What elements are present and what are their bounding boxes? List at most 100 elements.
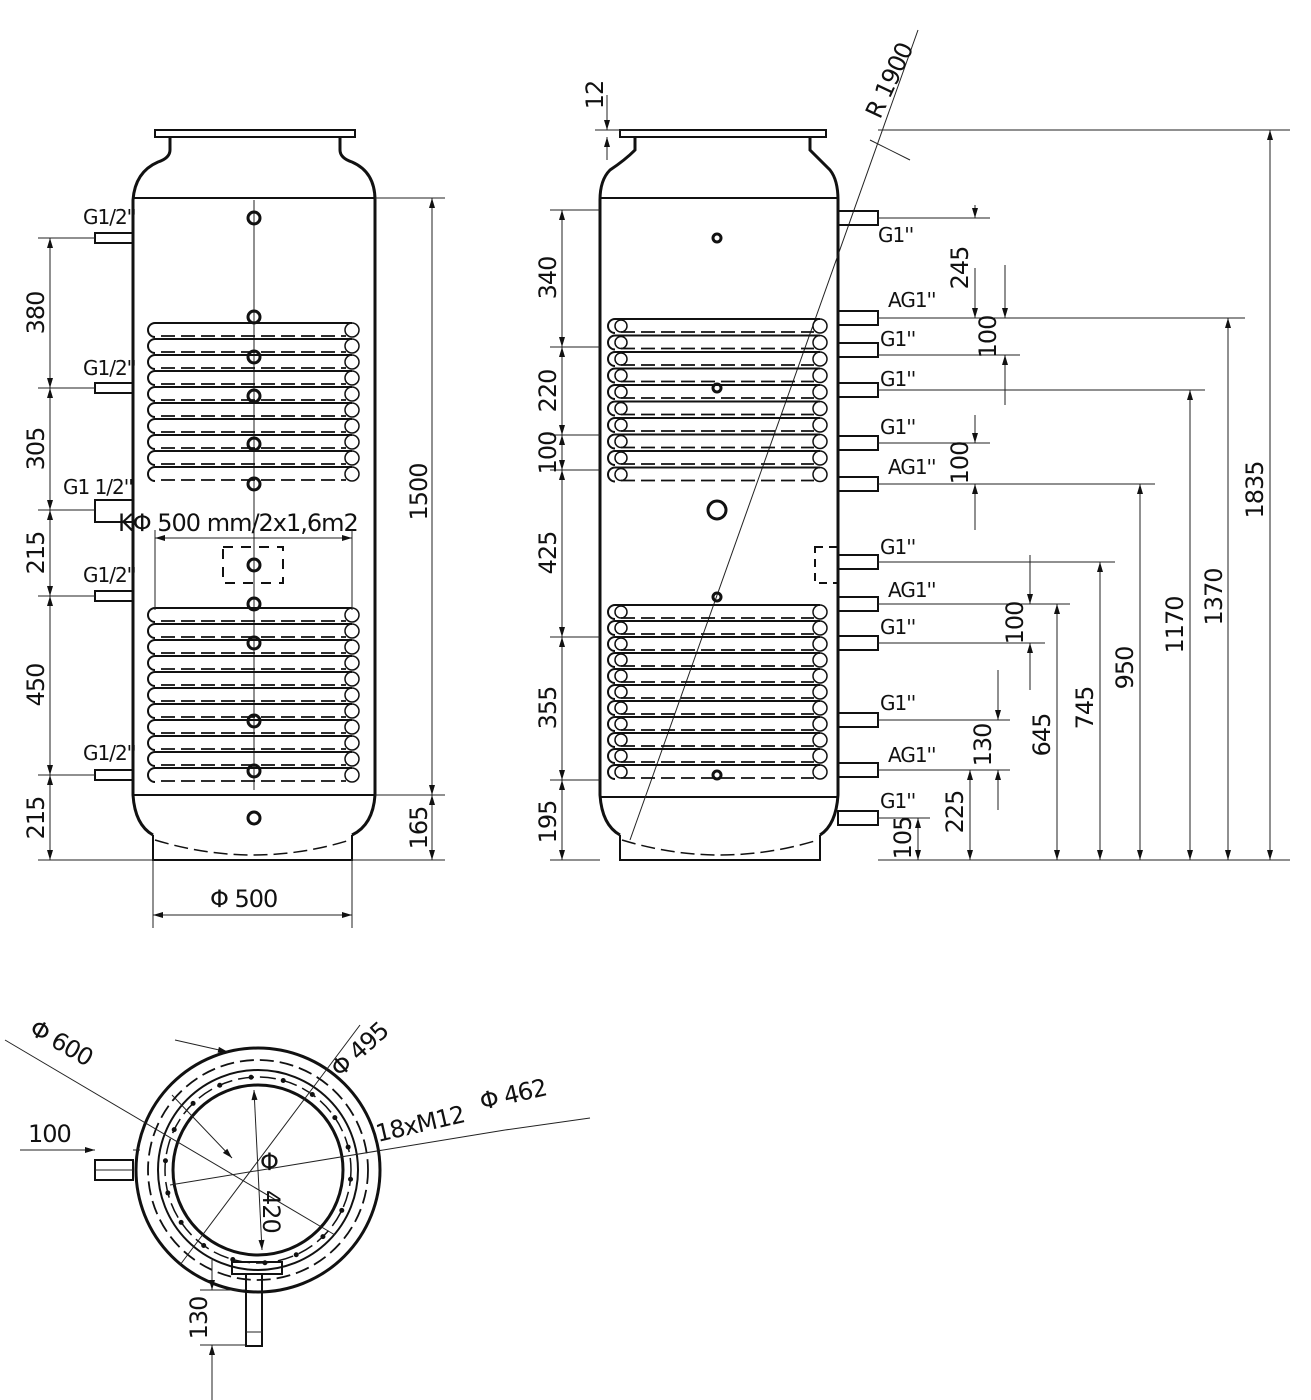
bolt-hole-icon [190, 1100, 196, 1106]
flange-thickness-label: 12 [581, 81, 609, 110]
coil-section [812, 732, 828, 748]
tank-outline [598, 129, 840, 861]
dimension-label: 100 [534, 432, 562, 475]
coil-section [614, 637, 628, 651]
bolt-hole-icon [162, 1158, 168, 1164]
coil-section [344, 703, 360, 719]
connection-label: AG1'' [888, 288, 936, 312]
bolt-hole-icon [339, 1207, 345, 1213]
dimension-label: 745 [1071, 687, 1099, 730]
coil-bend [607, 716, 616, 732]
pipe-stub [837, 554, 879, 570]
pipe-stub [837, 596, 879, 612]
bolt-hole-icon [320, 1234, 326, 1240]
connection-label: G1'' [880, 415, 915, 439]
coil-section [614, 653, 628, 667]
inspection-holes [246, 210, 262, 826]
coil-section [344, 639, 360, 655]
dimension-label: 100 [1001, 602, 1029, 645]
coil-section [812, 604, 828, 620]
coil-section [812, 716, 828, 732]
connection-label: G1'' [880, 789, 915, 813]
coil-bend [147, 370, 156, 386]
dimension-label: 215 [22, 532, 50, 575]
coil-bend [607, 367, 616, 384]
coil-bend [607, 764, 616, 780]
connection-label: G1'' [880, 691, 915, 715]
left-pipes [94, 232, 134, 781]
hole-icon [246, 476, 262, 492]
connection-label: AG1'' [888, 578, 936, 602]
left-dimension-chain [550, 209, 600, 861]
bolt-hole-icon [217, 1082, 223, 1088]
front-view: G1/2'' G1/2'' G1 1/2'' G1/2'' G1/2'' 380… [22, 129, 445, 928]
coil-bend [607, 620, 616, 636]
coil-bend [607, 351, 616, 367]
coil-section [344, 450, 360, 466]
pipe-stub [837, 635, 879, 651]
dimension-label: 450 [22, 664, 50, 707]
coil-section [812, 620, 828, 636]
coil-section [812, 318, 828, 334]
tank-outline [131, 129, 377, 861]
coil-section [344, 623, 360, 639]
coil-section [344, 607, 360, 623]
dimension-label: 645 [1028, 714, 1056, 757]
bolt-holes [162, 1074, 354, 1266]
coil-section [614, 467, 628, 482]
height-dimensions [352, 197, 445, 861]
coil-bend [607, 466, 616, 483]
coil-section [344, 735, 360, 751]
coil-bend [147, 719, 156, 735]
coil-section [614, 352, 628, 366]
pipe-stub [837, 435, 879, 451]
bolt-hole-icon [280, 1077, 286, 1083]
coil-section [812, 748, 828, 764]
coil-section [344, 767, 360, 783]
connection-label: G1'' [880, 327, 915, 351]
right-pipes [837, 210, 879, 826]
coil-section [344, 687, 360, 703]
dimension-label: 105 [889, 817, 917, 860]
coil-bend [607, 400, 616, 417]
bolt-spec-label: 18xM12 [373, 1100, 467, 1148]
dimension-label: 220 [534, 370, 562, 413]
radius-label: R 1900 [860, 39, 919, 123]
coil-section [812, 334, 828, 351]
heat-exchanger-coils [607, 318, 828, 780]
dimension-label: 215 [22, 797, 50, 840]
bolt-circle-label: Φ 462 [477, 1073, 549, 1115]
hole-icon [246, 810, 262, 826]
coil-bend [147, 767, 156, 783]
coil-bend [147, 402, 156, 418]
connection-label: G1 1/2'' [63, 475, 133, 499]
coil-section [344, 386, 360, 402]
side-view: R 1900 12 G1'' AG1'' G1'' G1'' G1'' AG1'… [534, 29, 1290, 861]
coil-section [812, 652, 828, 668]
connection-label: G1'' [880, 615, 915, 639]
coil-bend [147, 735, 156, 751]
coil-bend [147, 623, 156, 639]
bolt-hole-icon [332, 1115, 338, 1121]
bolt-hole-icon [345, 1144, 351, 1150]
dimension-label: 1835 [1241, 461, 1269, 518]
connection-label: G1/2'' [83, 205, 136, 229]
dimension-label: 225 [941, 791, 969, 834]
coil-section [614, 621, 628, 635]
diameter-label: Φ 500 [210, 885, 277, 913]
coil-section [812, 636, 828, 652]
coil-bend [147, 466, 156, 482]
connection-label: G1'' [880, 535, 915, 559]
dimension-label: 1170 [1161, 596, 1189, 653]
inner-diameter-label: 420 [257, 1190, 285, 1233]
coil-section [344, 338, 360, 354]
bolt-hole-icon [293, 1252, 299, 1258]
dimension-label: 100 [974, 316, 1002, 359]
coil-bend [147, 354, 156, 370]
bolt-hole-icon [230, 1257, 236, 1263]
hole-icon [246, 557, 262, 573]
coil-bend [147, 687, 156, 703]
coil-section [344, 466, 360, 482]
dimension-label: 245 [946, 247, 974, 290]
coil-section [614, 765, 628, 779]
